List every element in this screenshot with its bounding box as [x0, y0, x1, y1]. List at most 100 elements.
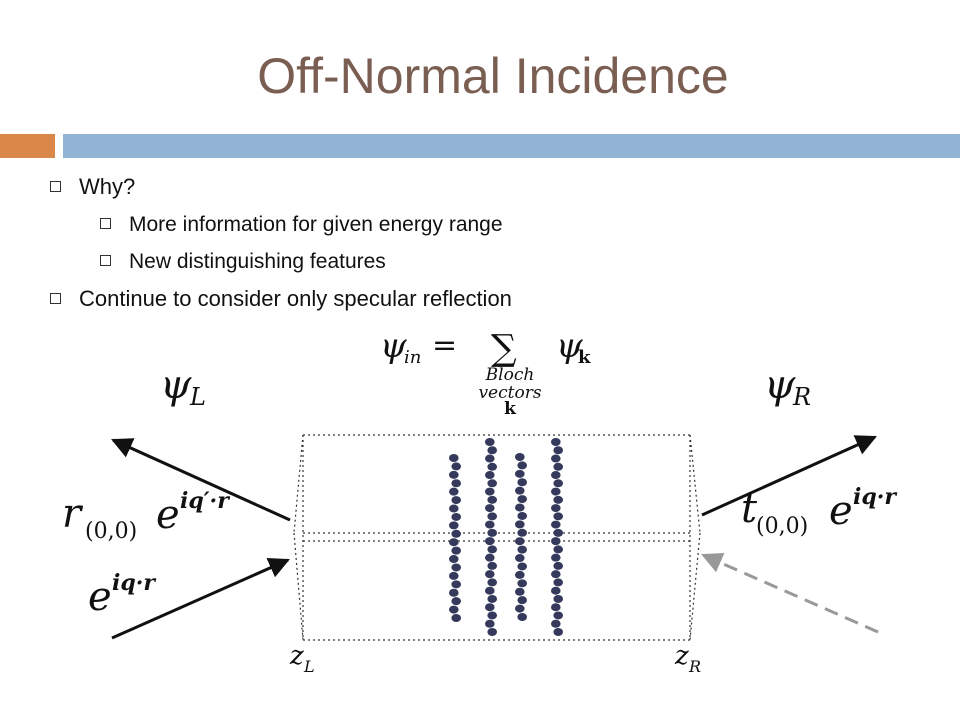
- atom: [515, 453, 525, 461]
- atom: [485, 454, 495, 463]
- t-exp-base: e: [829, 488, 853, 534]
- atom: [551, 537, 561, 546]
- atom: [551, 586, 561, 595]
- atom: [553, 512, 563, 521]
- psi-in-symbol: ψ: [380, 326, 407, 366]
- psi-in-equation: ψ in = ∑ Bloch vectors k ψ k: [380, 326, 591, 419]
- sum-label-vectors: vectors: [478, 383, 541, 403]
- atom: [517, 579, 527, 588]
- reflected-amplitude-label: r (0,0) e iq′·r: [62, 488, 230, 544]
- atom: [449, 454, 459, 462]
- bullet-item: More information for given energy range: [100, 212, 503, 238]
- atom: [487, 578, 498, 587]
- atom: [485, 438, 495, 446]
- atom: [451, 580, 462, 589]
- bullet-text: New distinguishing features: [129, 250, 386, 273]
- atom: [517, 511, 527, 520]
- atom: [485, 553, 495, 562]
- atom: [449, 588, 459, 597]
- sum-label-k: k: [504, 399, 517, 419]
- slide-title: Off-Normal Incidence: [257, 48, 729, 104]
- square-bullet-icon: [50, 180, 61, 192]
- incoming-right-dashed-arrow: [701, 553, 879, 634]
- atom: [487, 512, 498, 521]
- atom: [485, 586, 495, 595]
- transmitted-amplitude-label: t (0,0) e iq·r: [741, 484, 897, 539]
- z-right-symbol: z: [674, 641, 689, 671]
- reflected-wave-arrow: [111, 438, 291, 522]
- atom: [515, 537, 525, 546]
- atom: [485, 504, 495, 513]
- atom: [553, 611, 563, 620]
- atom: [487, 611, 498, 620]
- atom: [553, 462, 563, 471]
- t-subscript: (0,0): [756, 514, 808, 539]
- atom: [485, 520, 495, 529]
- atom: [487, 561, 498, 570]
- atom: [485, 619, 495, 628]
- atom: [449, 487, 459, 496]
- atom: [553, 479, 563, 488]
- slab-box: [293, 434, 701, 641]
- atom: [515, 570, 525, 579]
- atom: [551, 487, 561, 496]
- bullet-text: Continue to consider only specular refle…: [79, 286, 512, 311]
- atom: [449, 571, 459, 580]
- atom: [553, 545, 563, 554]
- atom: [553, 594, 563, 603]
- atom: [485, 471, 495, 480]
- incident-exp-base: e: [88, 574, 112, 620]
- psi-r-symbol: ψ: [764, 362, 796, 408]
- psi-l-symbol: ψ: [160, 362, 192, 408]
- atom: [449, 538, 459, 547]
- z-left-subscript: L: [303, 657, 315, 676]
- atom: [553, 628, 563, 636]
- atom: [517, 461, 527, 470]
- atom: [551, 553, 561, 562]
- atom: [451, 479, 462, 488]
- psi-r-subscript: R: [792, 383, 811, 411]
- atom-lattice: [449, 438, 563, 636]
- atom: [487, 594, 498, 603]
- atom: [449, 470, 459, 479]
- atom: [487, 462, 498, 471]
- atom: [551, 520, 561, 529]
- t-exponent: iq·r: [853, 484, 897, 510]
- equals-sign: =: [432, 328, 457, 363]
- t-symbol: t: [741, 486, 758, 532]
- r-exponent: iq′·r: [180, 488, 230, 514]
- bullet-item: Continue to consider only specular refle…: [50, 286, 512, 312]
- atom: [551, 603, 561, 612]
- atom: [449, 504, 459, 513]
- atom: [517, 596, 527, 605]
- atom: [551, 619, 561, 628]
- atom: [515, 486, 525, 495]
- atom: [515, 520, 525, 529]
- atom: [551, 504, 561, 513]
- atom: [551, 471, 561, 480]
- atom: [517, 478, 527, 487]
- bullet-item: Why?: [50, 174, 135, 200]
- bullet-text: Why?: [79, 174, 136, 199]
- accent-bar-blue: [63, 134, 960, 158]
- psi-k-symbol: ψ: [556, 326, 583, 366]
- atom: [487, 446, 498, 455]
- atom: [487, 545, 498, 554]
- psi-in-subscript: in: [404, 347, 421, 368]
- z-right-subscript: R: [688, 657, 701, 676]
- transmitted-wave-arrow: [701, 435, 877, 517]
- bullet-item: New distinguishing features: [100, 249, 386, 275]
- atom: [515, 587, 525, 596]
- incident-wave-arrow: [111, 558, 290, 640]
- r-subscript: (0,0): [85, 519, 137, 544]
- atom: [451, 462, 462, 471]
- atom: [451, 563, 462, 572]
- atom: [553, 528, 563, 537]
- atom: [515, 469, 525, 478]
- atom: [487, 528, 498, 537]
- atom: [551, 438, 561, 446]
- atom: [449, 521, 459, 530]
- atom: [485, 570, 495, 579]
- atom: [485, 487, 495, 496]
- atom: [553, 578, 563, 587]
